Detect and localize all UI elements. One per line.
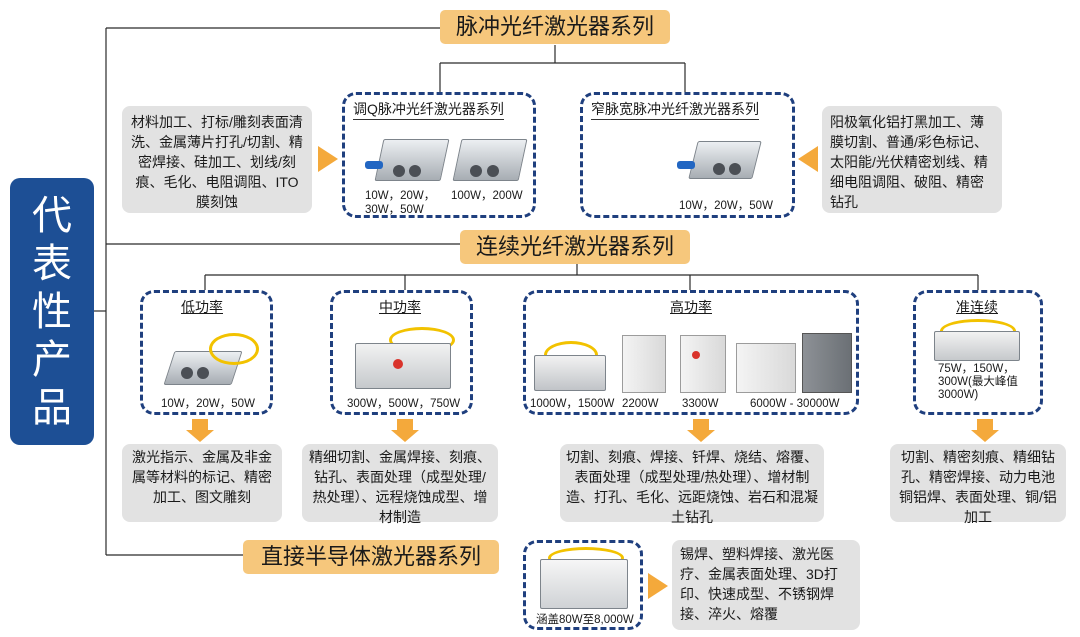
high-power-spec-3: 3300W — [682, 398, 719, 410]
arrow-down-stem — [192, 419, 208, 431]
diode-applications: 锡焊、塑料焊接、激光医疗、金属表面处理、3D打印、快速成型、不锈钢焊接、淬火、熔… — [672, 540, 860, 630]
mopa-laser-image — [688, 141, 762, 179]
power-button-icon — [692, 351, 700, 359]
mid-power-box: 中功率 300W，500W，750W — [330, 290, 473, 415]
quasi-cw-applications: 切割、精密刻痕、精细钻孔、精密焊接、动力电池铜铝焊、表面处理、铜/铝加工 — [890, 444, 1066, 525]
low-power-box: 低功率 10W，20W，50W — [140, 290, 273, 415]
low-power-spec: 10W，20W，50W — [161, 398, 255, 410]
cont-split — [204, 262, 979, 290]
fan-icon — [393, 165, 405, 177]
diode-series-header: 直接半导体激光器系列 — [243, 540, 499, 574]
cable-icon — [365, 161, 383, 169]
low-power-title: 低功率 — [181, 299, 223, 315]
quasi-cw-box: 准连续 75W，150W，300W(最大峰值3000W) — [913, 290, 1043, 415]
pulse-left-applications: 材料加工、打标/雕刻表面清洗、金属薄片打孔/切割、精密焊接、硅加工、划线/刻痕、… — [122, 106, 312, 213]
high-power-laser-image-4 — [736, 343, 796, 393]
cable-icon — [677, 161, 695, 169]
high-power-laser-image-3 — [680, 335, 726, 393]
high-power-box: 高功率 1000W，1500W 2200W 3300W 6000W - 3000… — [523, 290, 859, 415]
power-button-icon — [393, 359, 403, 369]
arrow-down-icon — [687, 430, 715, 442]
high-power-spec-2: 2200W — [622, 398, 659, 410]
mid-power-title: 中功率 — [379, 299, 421, 315]
pulse-series-header: 脉冲光纤激光器系列 — [440, 10, 670, 44]
fan-icon — [470, 165, 482, 177]
arrow-down-stem — [977, 419, 993, 431]
arrow-right-icon — [318, 146, 338, 172]
continuous-series-header: 连续光纤激光器系列 — [460, 230, 690, 264]
mid-power-laser-image — [355, 343, 451, 389]
high-power-laser-image-2 — [622, 335, 666, 393]
narrow-pulse-spec: 10W，20W，50W — [679, 200, 773, 212]
arrow-down-icon — [391, 430, 419, 442]
quasi-cw-spec: 75W，150W，300W(最大峰值3000W) — [938, 363, 1018, 401]
arrow-down-icon — [186, 430, 214, 442]
arrow-down-stem — [693, 419, 709, 431]
arrow-down-stem — [397, 419, 413, 431]
q-switched-title: 调Q脉冲光纤激光器系列 — [353, 99, 504, 120]
q-switched-box: 调Q脉冲光纤激光器系列 10W，20W，30W，50W 100W，200W — [342, 92, 536, 218]
q-spec-b: 100W，200W — [451, 190, 523, 202]
arrow-down-icon — [971, 430, 999, 442]
diode-laser-image — [540, 559, 628, 609]
high-power-title: 高功率 — [670, 299, 712, 315]
diode-laser-box: 涵盖80W至8,000W — [523, 540, 643, 630]
diode-spec: 涵盖80W至8,000W — [536, 614, 634, 626]
pulse-right-applications: 阳极氧化铝打黑加工、薄膜切割、普通/彩色标记、太阳能/光伏精密划线、精细电阻调阻… — [822, 106, 1002, 213]
q-spec-a: 10W，20W，30W，50W — [365, 190, 436, 216]
narrow-pulse-title: 窄脉宽脉冲光纤激光器系列 — [591, 99, 759, 120]
arrow-left-icon — [798, 146, 818, 172]
arrow-right-icon — [648, 573, 668, 599]
high-power-spec-4: 6000W - 30000W — [750, 398, 840, 410]
fan-icon — [181, 367, 193, 379]
high-power-laser-image-1 — [534, 355, 606, 391]
mid-power-applications: 精细切割、金属焊接、刻痕、钻孔、表面处理（成型处理/热处理）、远程烧蚀成型、增材… — [302, 444, 498, 525]
fan-icon — [729, 163, 741, 175]
high-power-applications: 切割、刻痕、焊接、钎焊、烧结、熔覆、表面处理（成型处理/热处理）、增材制造、打孔… — [560, 444, 824, 525]
quasi-cw-title: 准连续 — [956, 299, 998, 315]
narrow-pulse-box: 窄脉宽脉冲光纤激光器系列 10W，20W，50W — [580, 92, 795, 218]
quasi-cw-laser-image — [934, 331, 1020, 361]
fan-icon — [713, 163, 725, 175]
representative-products-title: 代表性产品 — [10, 178, 94, 445]
pulse-split — [439, 45, 686, 92]
high-power-laser-image-5 — [802, 333, 852, 393]
fan-icon — [409, 165, 421, 177]
low-power-applications: 激光指示、金属及非金属等材料的标记、精密加工、图文雕刻 — [122, 444, 282, 522]
fiber-coil-icon — [209, 333, 259, 365]
fan-icon — [197, 367, 209, 379]
mid-power-spec: 300W，500W，750W — [347, 398, 461, 410]
high-power-spec-1: 1000W，1500W — [530, 398, 615, 410]
fan-icon — [487, 165, 499, 177]
